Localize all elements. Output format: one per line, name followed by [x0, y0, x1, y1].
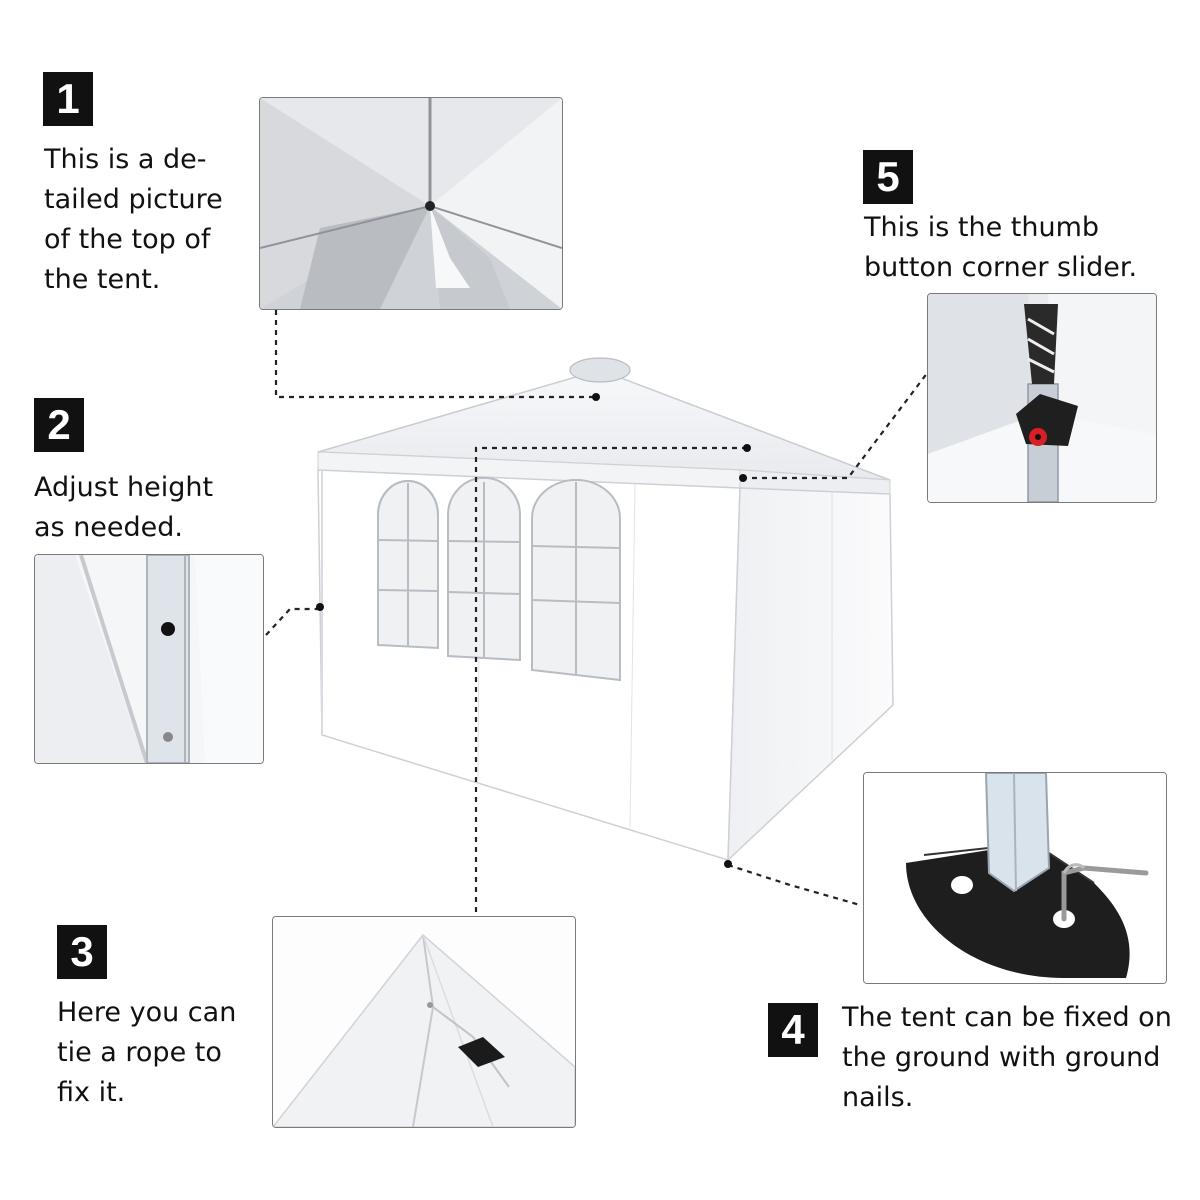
- callout-2-badge: 2: [34, 398, 84, 452]
- callout-3-line: fix it.: [57, 1077, 126, 1108]
- leader-line-2: [265, 607, 320, 636]
- callout-2-line: Adjust height: [34, 472, 214, 503]
- leader-line-1: [274, 310, 596, 399]
- callout-4-badge: 4: [768, 1003, 818, 1057]
- leader-line-4: [727, 863, 861, 907]
- height-adjust-detail-photo: [34, 554, 264, 764]
- callout-5-caption: This is the thumb button corner slider.: [864, 208, 1137, 288]
- leader-line-3: [474, 446, 747, 912]
- callout-2-line: as needed.: [34, 512, 184, 543]
- tent-roof: [317, 357, 891, 495]
- callout-1-line: tailed picture: [44, 184, 223, 215]
- callout-5-line: This is the thumb: [864, 212, 1100, 243]
- callout-3-badge: 3: [57, 925, 107, 979]
- tent-side-wall: [727, 487, 894, 862]
- callout-1-line: the tent.: [44, 264, 161, 295]
- callout-2-caption: Adjust height as needed.: [34, 468, 213, 548]
- callout-1-badge: 1: [43, 72, 93, 126]
- callout-4-line: The tent can be fixed on: [842, 1002, 1172, 1033]
- callout-4-line: nails.: [842, 1082, 914, 1113]
- callout-4-caption: The tent can be fixed on the ground with…: [842, 998, 1172, 1118]
- callout-1-line: of the top of: [44, 224, 211, 255]
- callout-3-line: Here you can: [57, 997, 237, 1028]
- tent-windows: [377, 476, 621, 682]
- callout-5-badge: 5: [863, 150, 913, 204]
- callout-3-caption: Here you can tie a rope to fix it.: [57, 993, 236, 1113]
- callout-4-line: the ground with ground: [842, 1042, 1161, 1073]
- callout-1-line: This is a de-: [44, 144, 207, 175]
- callout-3-line: tie a rope to: [57, 1037, 222, 1068]
- rope-tie-detail-photo: [272, 916, 576, 1128]
- corner-slider-detail-photo: [927, 293, 1157, 503]
- leader-dots: [316, 393, 751, 868]
- ground-nail-foot-detail-photo: [863, 772, 1167, 984]
- tent-top-detail-photo: [259, 97, 563, 310]
- callout-1-caption: This is a de- tailed picture of the top …: [44, 140, 223, 300]
- callout-5-line: button corner slider.: [864, 252, 1138, 283]
- leader-lines: [265, 310, 929, 912]
- leader-line-5: [742, 371, 929, 480]
